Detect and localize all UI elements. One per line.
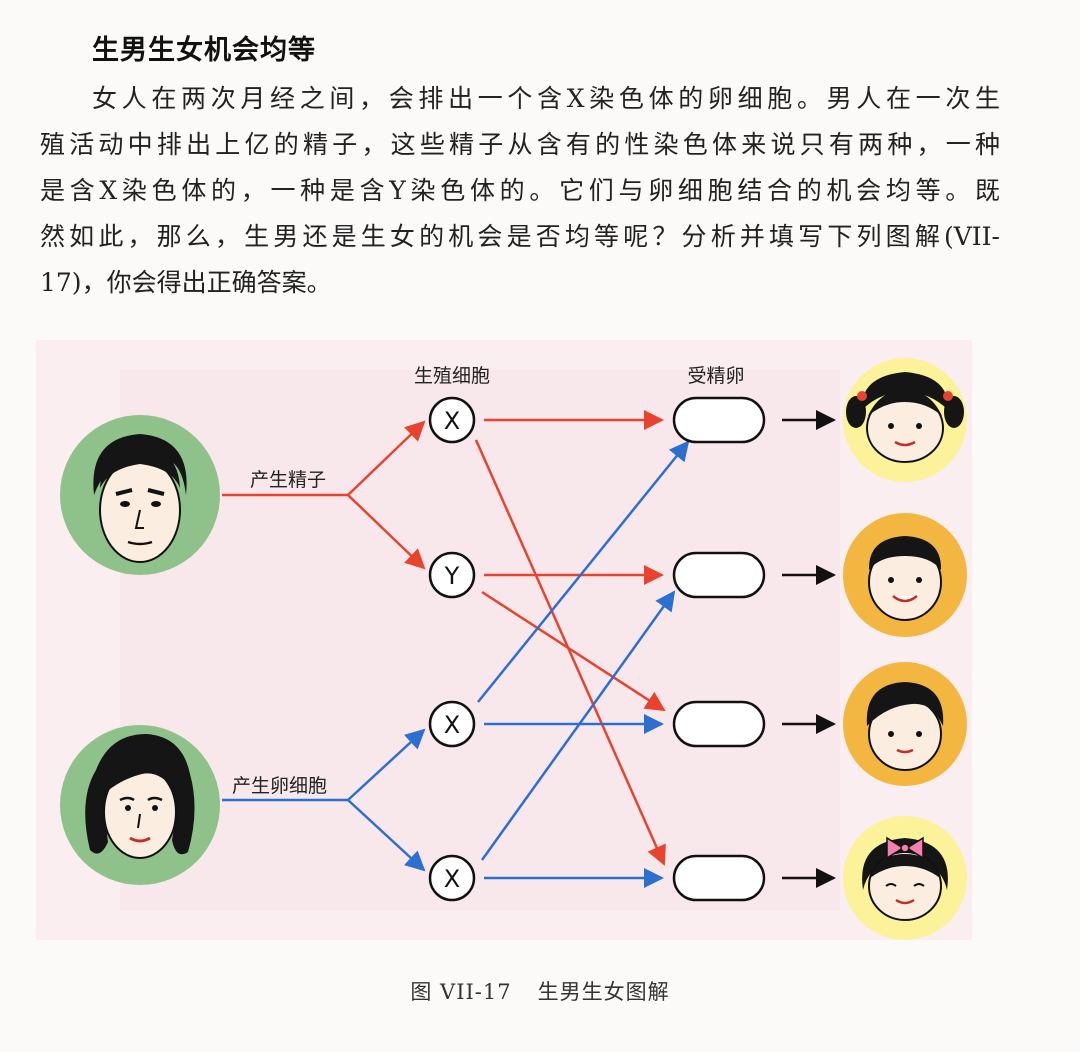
- boy-face-icon: [843, 662, 967, 786]
- sperm-cell-x-label: X: [444, 407, 460, 435]
- sperm-x-to-zygote-4-arrow: [474, 439, 666, 866]
- branch-to-egg-1-arrow: [347, 728, 426, 801]
- girl-bow-face-icon: [843, 816, 967, 940]
- zygote-box-1: [672, 396, 766, 444]
- branch-to-egg-2-arrow: [347, 799, 426, 872]
- figure-caption: 图 VII-17 生男生女图解: [0, 976, 1080, 1006]
- paragraph-line: 17)，你会得出正确答案。: [40, 268, 332, 297]
- boy-face-icon: [843, 513, 967, 637]
- egg-1-to-zygote-1-arrow: [477, 440, 690, 703]
- produce-sperm-label: 产生精子: [250, 469, 326, 491]
- paragraph-line: 殖活动中排出上亿的精子，这些精子从含有的性染色体来说只有两种，一种: [40, 130, 1000, 159]
- paragraph-line: 是含X染色体的，一种是含Y染色体的。它们与卵细胞结合的机会均等。既: [40, 176, 1000, 205]
- sperm-cell-y-label: Y: [444, 562, 460, 590]
- egg-cell-2: X: [428, 854, 476, 902]
- father-face-icon: [60, 415, 220, 575]
- mother-face-icon: [60, 725, 220, 885]
- egg-cell-1: X: [428, 700, 476, 748]
- zygote-box-4: [672, 854, 766, 902]
- zygote-label: 受精卵: [687, 365, 744, 387]
- sex-determination-diagram: 生殖细胞 受精卵: [36, 340, 972, 940]
- sperm-cell-x: X: [428, 396, 476, 444]
- egg-2-to-zygote-2-arrow: [480, 590, 676, 861]
- girl-pigtails-face-icon: [843, 358, 967, 482]
- figure-number: 图 VII-17: [410, 980, 512, 1004]
- section-heading: 生男生女机会均等: [92, 35, 316, 66]
- sperm-cell-y: Y: [428, 551, 476, 599]
- produce-egg-label: 产生卵细胞: [232, 775, 327, 797]
- germ-cells-label: 生殖细胞: [414, 365, 490, 387]
- paragraph-line: 然如此，那么，生男还是生女的机会是否均等呢？分析并填写下列图解(VII-: [40, 222, 1000, 251]
- branch-to-sperm-x-arrow: [347, 420, 426, 496]
- figure-title: 生男生女图解: [537, 980, 670, 1004]
- body-paragraph: 女人在两次月经之间，会排出一个含X染色体的卵细胞。男人在一次生 殖活动中排出上亿…: [40, 76, 1000, 306]
- zygote-box-3: [672, 700, 766, 748]
- egg-cell-2-label: X: [444, 865, 460, 893]
- branch-to-sperm-y-arrow: [347, 494, 426, 570]
- sperm-y-to-zygote-3-arrow: [481, 590, 666, 712]
- egg-cell-1-label: X: [444, 711, 460, 739]
- diagram-inner-panel: [120, 370, 840, 910]
- paragraph-line: 女人在两次月经之间，会排出一个含X染色体的卵细胞。男人在一次生: [92, 84, 1000, 113]
- zygote-box-2: [672, 551, 766, 599]
